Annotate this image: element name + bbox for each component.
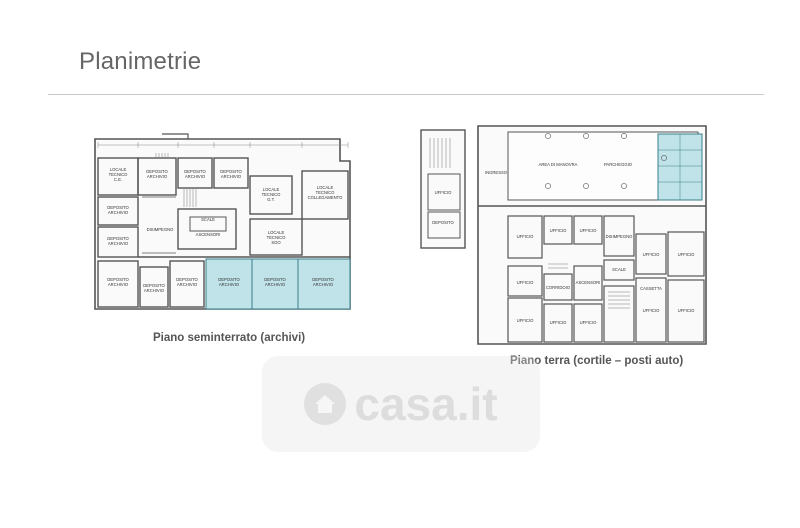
room-label: TECNICO — [262, 192, 282, 197]
room-label: ARCHIVIO — [108, 282, 129, 287]
room-label: UFFICIO — [643, 252, 660, 257]
room-label: DEPOSITO — [184, 169, 206, 174]
room-label: G.T. — [267, 197, 275, 202]
room-label: UFFICIO — [517, 234, 534, 239]
room-label: UFFICIO — [643, 308, 660, 313]
room-label: PARCHEGGIO — [604, 162, 633, 167]
room-label: UFFICIO — [550, 320, 567, 325]
room-label: INGRESSO — [485, 170, 508, 175]
room-label: LOCALE — [268, 230, 285, 235]
room-label: DEPOSITO — [107, 205, 129, 210]
room-label: SGO — [271, 240, 281, 245]
room-label: DEPOSITO — [264, 277, 286, 282]
ground-floor-caption: Piano terra (cortile – posti auto) — [510, 355, 684, 367]
room-label: C.E. — [114, 177, 122, 182]
watermark-text: casa.it — [354, 378, 498, 430]
room-label: DEPOSITO — [146, 169, 168, 174]
ground-plan-drawing: UFFICIO DEPOSITO INGRESSO AREA DI MANOVR… — [420, 125, 707, 345]
room-label: ARCHIVIO — [144, 288, 165, 293]
room-label: ARCHIVIO — [313, 282, 334, 287]
room-label: DISIMPEGNO — [147, 227, 174, 232]
basement-plan-drawing: LOCALE TECNICO C.E. DEPOSITO ARCHIVIO DE… — [94, 133, 351, 310]
page-title: Planimetrie — [79, 48, 202, 75]
room-label: ARCHIVIO — [108, 241, 129, 246]
room-label: DEPOSITO — [218, 277, 240, 282]
room-label: ARCHIVIO — [147, 174, 168, 179]
room-label: ARCHIVIO — [265, 282, 286, 287]
room-label: DEPOSITO — [143, 283, 165, 288]
room-label: CASSETTA — [640, 286, 662, 291]
room-label: DEPOSITO — [107, 236, 129, 241]
room-label: AREA DI MANOVRA — [539, 162, 578, 167]
room-label: DEPOSITO — [432, 220, 454, 225]
room-label: LOCALE — [317, 185, 334, 190]
room-label: UFFICIO — [678, 252, 695, 257]
room-label: DISIMPEGNO — [606, 234, 633, 239]
room-label: ARCHIVIO — [185, 174, 206, 179]
room-label: DEPOSITO — [107, 277, 129, 282]
room-label: CORRIDOIO — [546, 285, 571, 290]
room-label: UFFICIO — [517, 318, 534, 323]
room-label: UFFICIO — [678, 308, 695, 313]
house-icon — [304, 383, 347, 425]
room-label: ARCHIVIO — [219, 282, 240, 287]
room-label: TECNICO — [109, 172, 129, 177]
room-label: ARCHIVIO — [108, 210, 129, 215]
room-label: UFFICIO — [580, 228, 597, 233]
ground-floor-plan: UFFICIO DEPOSITO INGRESSO AREA DI MANOVR… — [418, 124, 710, 350]
room-label: UFFICIO — [580, 320, 597, 325]
room-label: TECNICO — [316, 190, 336, 195]
watermark: casa.it — [262, 356, 540, 452]
room-label: ARCHIVIO — [221, 174, 242, 179]
room-label: UFFICIO — [550, 228, 567, 233]
room-label: LOCALE — [263, 187, 280, 192]
room-label: ASCENSORI — [196, 232, 221, 237]
basement-floor-plan: LOCALE TECNICO C.E. DEPOSITO ARCHIVIO DE… — [92, 131, 356, 319]
room-label: SCALE — [612, 267, 626, 272]
basement-caption: Piano seminterrato (archivi) — [153, 332, 306, 344]
room-label: DEPOSITO — [220, 169, 242, 174]
title-divider — [48, 94, 764, 95]
room-label: UFFICIO — [517, 280, 534, 285]
room-label: COLLEGAMENTO — [308, 195, 344, 200]
room-label: LOCALE — [110, 167, 127, 172]
room-label: TECNICO — [267, 235, 287, 240]
room-label: UFFICIO — [435, 190, 452, 195]
room-label: SCALE — [201, 217, 215, 222]
room-label: ARCHIVIO — [177, 282, 198, 287]
room-label: DEPOSITO — [176, 277, 198, 282]
room-label: ASCENSORI — [576, 280, 601, 285]
room-label: DEPOSITO — [312, 277, 334, 282]
